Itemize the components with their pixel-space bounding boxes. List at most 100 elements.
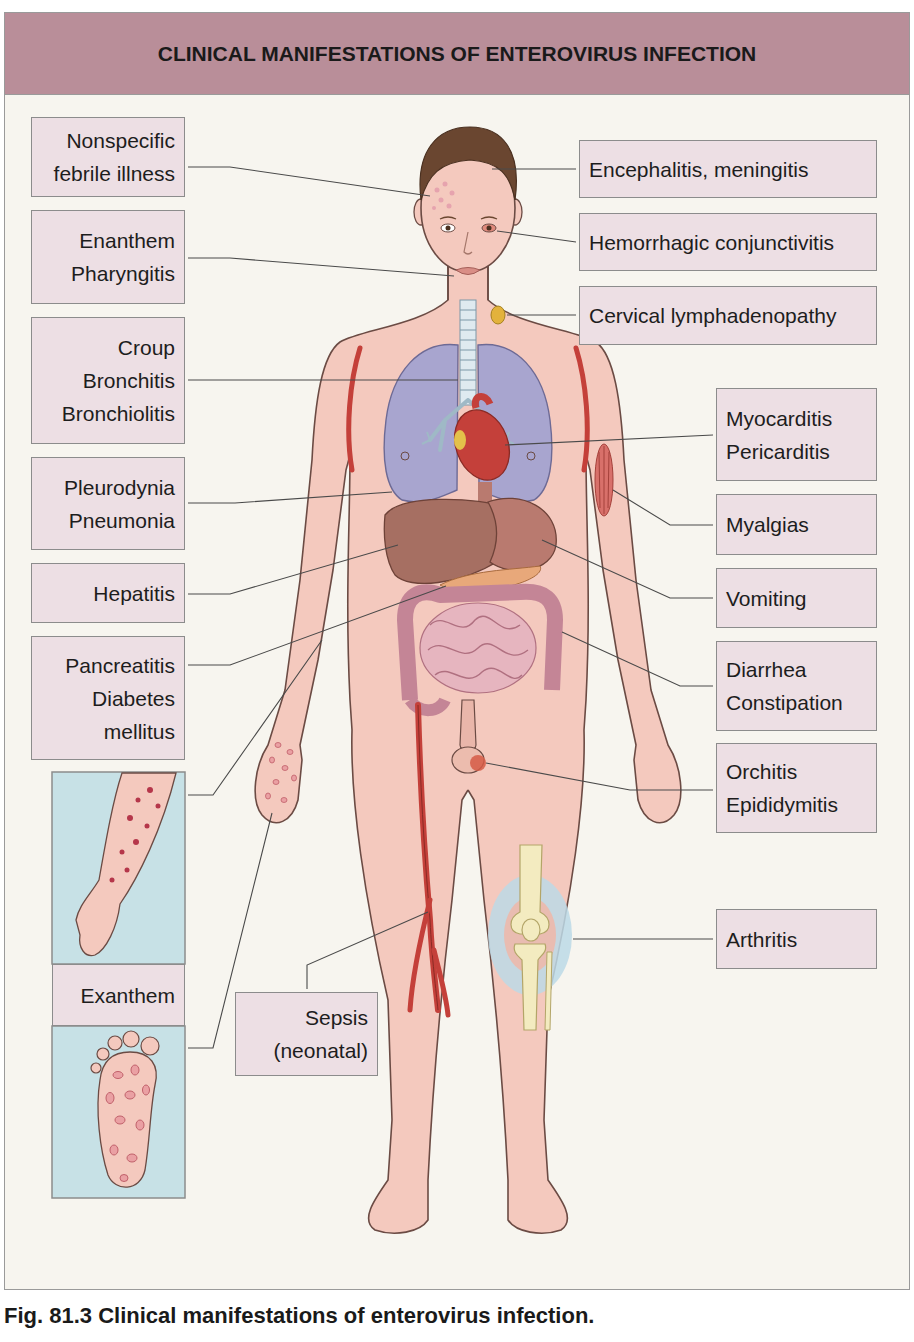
markers-part <box>599 446 609 514</box>
label-text: Bronchiolitis <box>41 397 175 430</box>
exanthem-panels-part-part <box>145 824 150 829</box>
exanthem-panels-part-part <box>113 1072 123 1079</box>
leader-lines-part <box>188 640 322 795</box>
knee-joint-part <box>514 944 545 1030</box>
label-text: Pleurodynia <box>41 471 175 504</box>
exanthem-panels-part <box>52 772 185 964</box>
head-part <box>432 182 455 211</box>
exanthem-panels-part-part <box>97 1048 109 1060</box>
label-box: Hepatitis <box>31 563 185 623</box>
label-text: Encephalitis, meningitis <box>589 153 867 186</box>
exanthem-panels-part-part <box>127 815 133 821</box>
leader-lines-part <box>505 435 713 445</box>
label-box: Cervical lymphadenopathy <box>579 286 877 345</box>
markers-part <box>595 444 613 516</box>
markers-part-part <box>287 750 293 755</box>
body-silhouette-part <box>468 250 681 1233</box>
leader-lines-part <box>188 258 454 276</box>
label-text: Pancreatitis <box>41 649 175 682</box>
thorax-organs-part <box>460 310 476 390</box>
markers-part-part <box>270 757 275 763</box>
markers-part <box>491 306 505 324</box>
exanthem-panels-part-part <box>120 850 125 855</box>
exanthem-panels-part-part <box>110 878 115 883</box>
exanthem-panels-part-part <box>115 1116 125 1124</box>
knee-joint <box>488 845 572 1030</box>
leader-lines-part <box>497 231 576 242</box>
exanthem-panels-part <box>91 1031 159 1073</box>
leader-lines-part <box>542 540 713 598</box>
knee-joint-part <box>522 919 540 941</box>
label-box: Vomiting <box>716 568 877 628</box>
label-text: Nonspecific febrile illness <box>41 124 175 190</box>
thorax-organs-part <box>384 344 458 501</box>
label-text: Epididymitis <box>726 788 867 821</box>
figure-caption: Fig. 81.3 Clinical manifestations of ent… <box>4 1303 594 1329</box>
label-box: Arthritis <box>716 909 877 969</box>
head-part-part <box>447 204 452 209</box>
label-text: Pharyngitis <box>41 257 175 290</box>
head <box>414 127 522 275</box>
leader-lines-part <box>573 938 713 939</box>
exanthem-panels-part-part <box>110 1145 118 1155</box>
leader-lines-part <box>307 912 428 989</box>
thorax-organs-part <box>401 452 409 460</box>
markers-part-part <box>266 793 271 799</box>
label-text: Enanthem <box>41 224 175 257</box>
leader-lines-part <box>188 545 398 594</box>
leader-lines-part <box>613 490 713 525</box>
head-part <box>446 226 451 231</box>
label-text: Bronchitis <box>41 364 175 397</box>
label-text: Exanthem <box>62 979 175 1012</box>
label-box: PancreatitisDiabetes mellitus <box>31 636 185 760</box>
exanthem-panels-part <box>76 773 176 956</box>
exanthem-panels-part-part <box>120 1175 128 1182</box>
head-part <box>482 224 496 232</box>
leader-lines-part <box>188 167 430 196</box>
diagram-title: CLINICAL MANIFESTATIONS OF ENTEROVIRUS I… <box>4 12 910 95</box>
leg-arteries <box>410 705 448 1015</box>
markers-part <box>266 743 297 803</box>
label-text: Myocarditis <box>726 402 867 435</box>
label-box: Sepsis (neonatal) <box>235 992 378 1076</box>
label-box: Encephalitis, meningitis <box>579 140 877 198</box>
exanthem-panels-part-part <box>125 868 130 873</box>
exanthem-panels-part-part <box>123 1031 139 1047</box>
exanthem-panels-part-part <box>133 839 139 845</box>
exanthem-panels-part-part <box>91 1063 101 1073</box>
abdomen-organs-part <box>428 616 528 678</box>
head-part-part <box>443 182 448 187</box>
exanthem-panels-part-part <box>141 1037 159 1055</box>
label-text: Vomiting <box>726 582 867 615</box>
label-box: EnanthemPharyngitis <box>31 210 185 304</box>
body-silhouette-part <box>255 250 468 1233</box>
label-text: Hepatitis <box>41 577 175 610</box>
leader-lines-part <box>492 168 576 169</box>
exanthem-panels-part-part <box>143 1085 150 1095</box>
label-text: Constipation <box>726 686 867 719</box>
abdomen-organs <box>384 482 556 710</box>
exanthem-panels-part-part <box>127 1154 137 1162</box>
label-text: Croup <box>41 331 175 364</box>
thorax-organs-part <box>475 396 490 408</box>
exanthem-panels-part-part <box>136 1120 144 1130</box>
label-text: Pneumonia <box>41 504 175 537</box>
knee-joint-part <box>545 952 552 1030</box>
label-box: Hemorrhagic conjunctivitis <box>579 213 877 271</box>
leader-lines-part <box>507 314 576 315</box>
leader-lines-part <box>188 492 392 503</box>
label-text: Myalgias <box>726 508 867 541</box>
label-box: DiarrheaConstipation <box>716 641 877 731</box>
markers-part-part <box>292 775 297 781</box>
exanthem-panels-part-part <box>125 1091 135 1099</box>
label-box: Myalgias <box>716 494 877 555</box>
markers-part-part <box>281 798 287 803</box>
abdomen-organs-part <box>405 592 555 700</box>
label-text: Pericarditis <box>726 435 867 468</box>
head-part <box>487 226 492 231</box>
label-box: MyocarditisPericarditis <box>716 388 877 481</box>
exanthem-panels <box>52 772 185 1198</box>
exanthem-panels-part <box>98 1052 156 1187</box>
exanthem-panels-part-part <box>106 1093 114 1104</box>
